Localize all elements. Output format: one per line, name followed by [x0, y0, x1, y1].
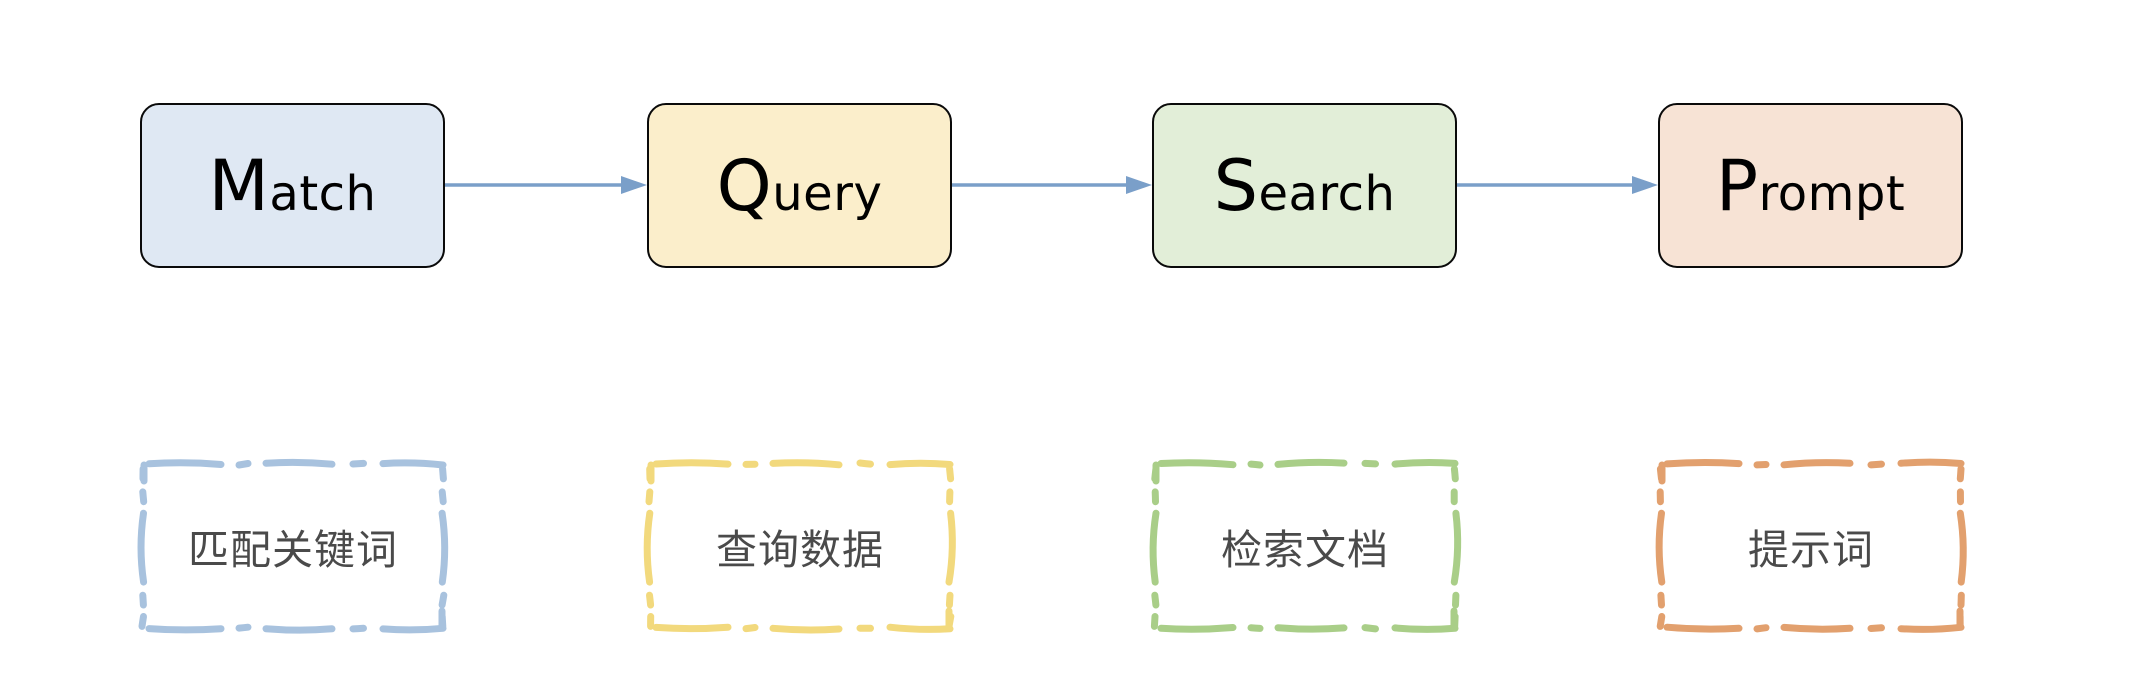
stage-label-search: Search — [1214, 151, 1396, 221]
stage-initial: S — [1214, 145, 1259, 227]
arrow-query-to-search — [952, 170, 1152, 200]
stage-box-prompt[interactable]: Prompt — [1658, 103, 1963, 268]
stage-label-match: Match — [209, 151, 377, 221]
stage-label-prompt: Prompt — [1716, 151, 1905, 221]
stage-rest: rompt — [1759, 166, 1906, 222]
stage-box-search[interactable]: Search — [1152, 103, 1457, 268]
note-label-search: 检索文档 — [1149, 458, 1461, 634]
stage-rest: uery — [772, 166, 882, 222]
note-label-query: 查询数据 — [644, 458, 956, 634]
stage-initial: Q — [717, 145, 773, 227]
stage-label-query: Query — [717, 151, 883, 221]
note-label-match: 匹配关键词 — [137, 458, 449, 634]
stage-box-query[interactable]: Query — [647, 103, 952, 268]
stage-rest: atch — [269, 166, 376, 222]
note-box-prompt: 提示词 — [1655, 458, 1967, 634]
note-box-search: 检索文档 — [1149, 458, 1461, 634]
note-box-query: 查询数据 — [644, 458, 956, 634]
note-label-prompt: 提示词 — [1655, 458, 1967, 634]
stage-initial: P — [1716, 145, 1759, 227]
stage-box-match[interactable]: Match — [140, 103, 445, 268]
arrow-match-to-query — [445, 170, 647, 200]
arrow-search-to-prompt — [1457, 170, 1658, 200]
stage-rest: earch — [1259, 166, 1396, 222]
stage-initial: M — [209, 145, 270, 227]
note-box-match: 匹配关键词 — [137, 458, 449, 634]
